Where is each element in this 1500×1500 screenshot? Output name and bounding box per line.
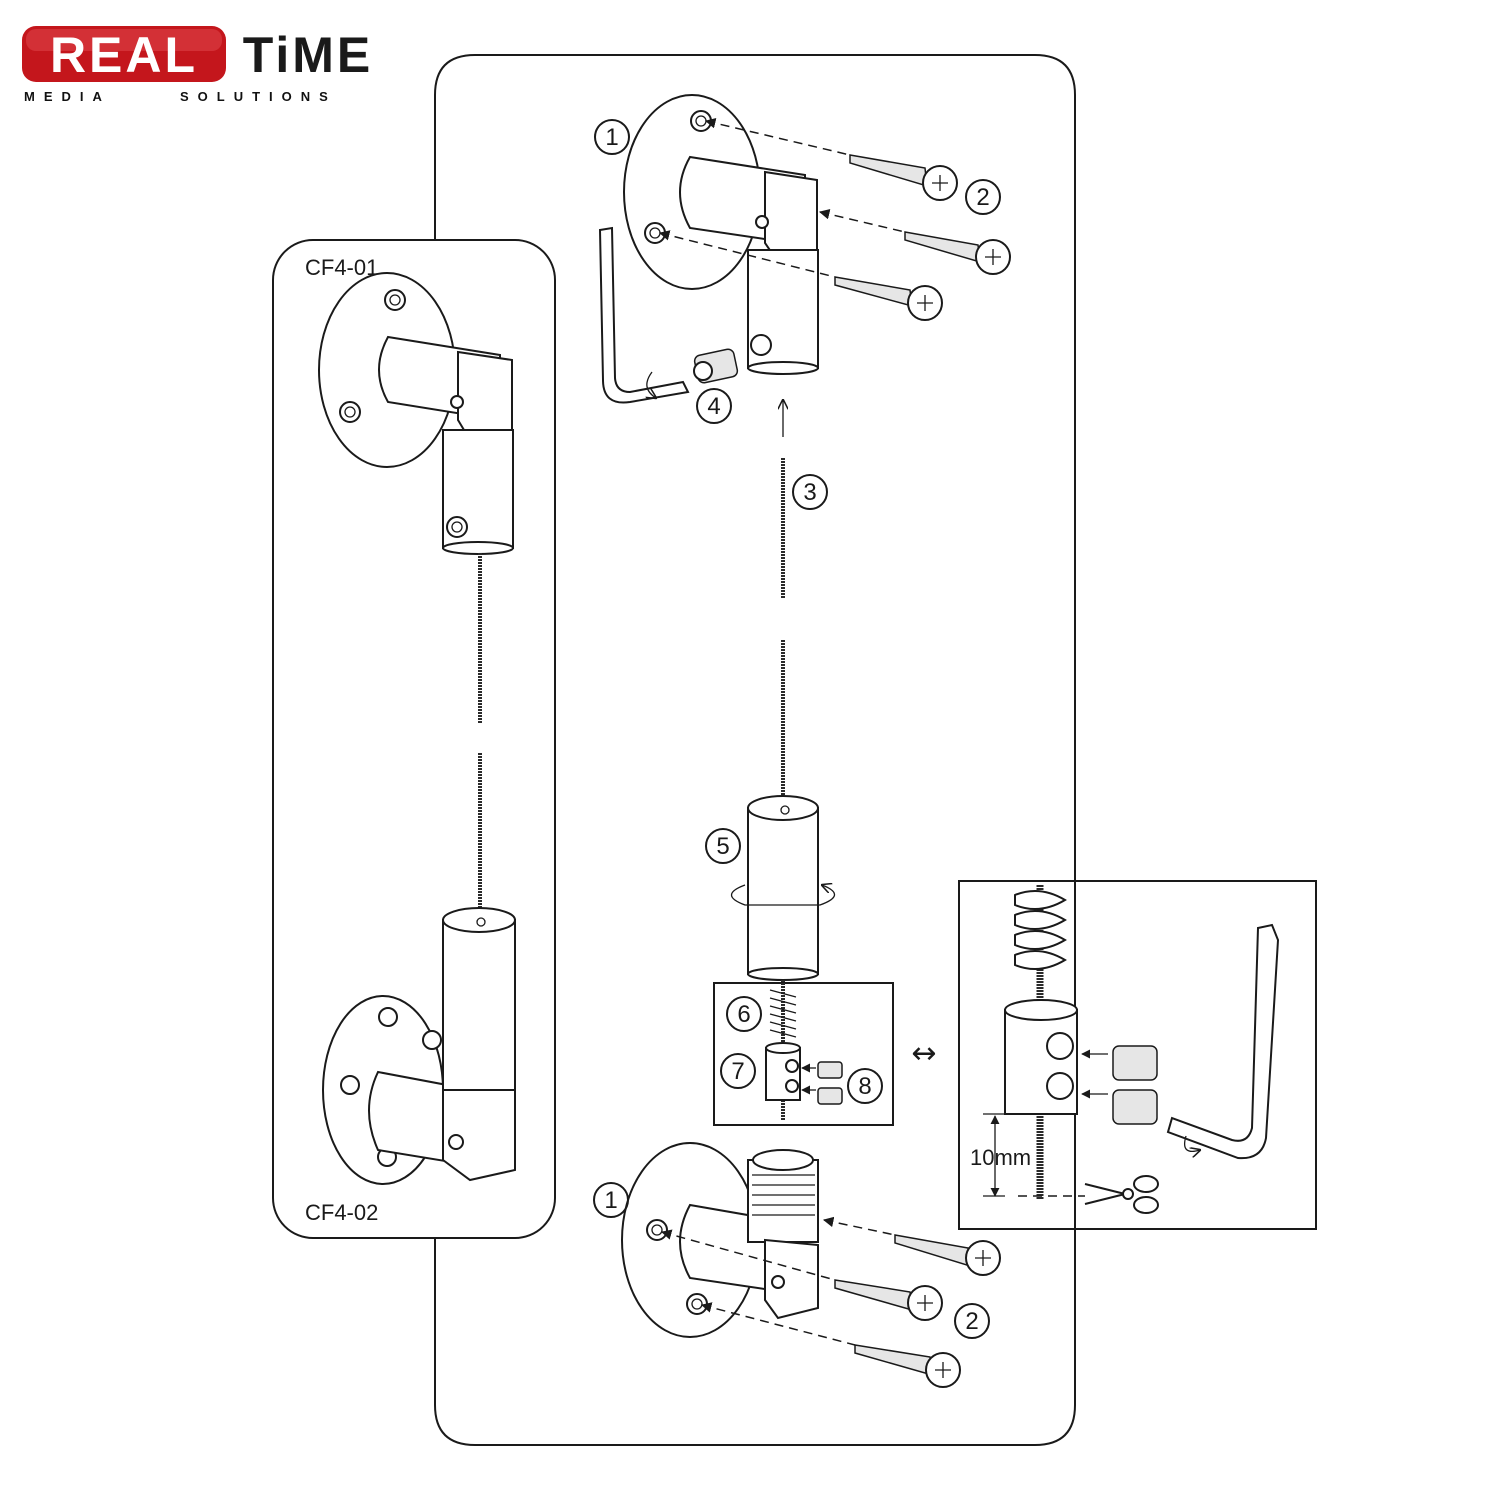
label-cf4-01: CF4-01: [305, 255, 378, 280]
step-8: 8: [858, 1073, 871, 1100]
bottom-wall-fitting: [621, 1142, 819, 1338]
top-screws: [658, 118, 1011, 321]
logo-word-time: TiME: [243, 27, 374, 83]
realtime-logo: REAL TiME MEDIA SOLUTIONS: [22, 26, 374, 104]
spring-and-collar: 6 7 8: [720, 980, 883, 1120]
overview-top-fitting: [318, 272, 514, 555]
sleeve-detail-panel: [713, 982, 894, 1126]
zoom-detail-panel: [958, 880, 1317, 1230]
tensioner-sleeve: 5: [705, 795, 836, 981]
main-assembly-panel: [434, 54, 1076, 1446]
step-label-group-bottom: 1 2: [593, 1182, 990, 1339]
step-5: 5: [716, 833, 729, 860]
hex-key-and-grub-screw: [598, 226, 739, 404]
overview-panel: [272, 239, 556, 1239]
detail-link-arrow: ↔: [911, 1036, 936, 1071]
overview-bottom-fitting: [322, 907, 516, 1185]
logo-tagline-solutions: SOLUTIONS: [180, 89, 337, 104]
step-1-top: 1: [605, 124, 618, 151]
logo-tagline-media: MEDIA: [24, 89, 111, 104]
step-1-bottom: 1: [604, 1187, 617, 1214]
step-2-bottom: 2: [965, 1308, 978, 1335]
step-6: 6: [737, 1001, 750, 1028]
step-3: 3: [803, 479, 816, 506]
logo-word-real: REAL: [50, 27, 198, 83]
bottom-screws: [660, 1216, 1001, 1388]
step-7: 7: [731, 1058, 744, 1085]
step-2-top: 2: [976, 184, 989, 211]
step-label-group-top: 1 2 4 3: [594, 119, 1001, 510]
label-cf4-02: CF4-02: [305, 1200, 378, 1225]
zoom-detail-content: 10mm: [970, 885, 1280, 1214]
step-4: 4: [707, 393, 720, 420]
logo-badge-highlight: [26, 29, 222, 51]
scissors-icon: [1084, 1175, 1159, 1214]
dimension-10mm: 10mm: [970, 1145, 1031, 1170]
top-wall-fitting: [623, 94, 819, 375]
